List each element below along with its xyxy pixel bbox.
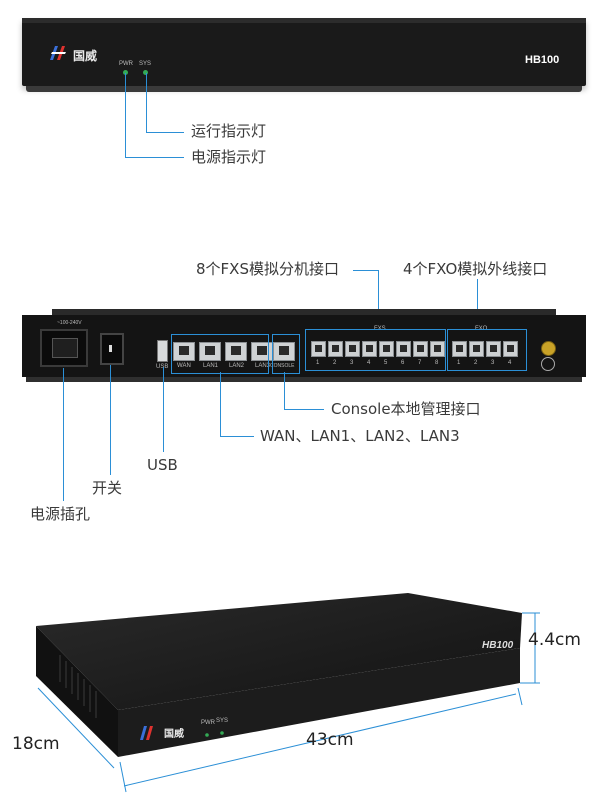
lan-lead-line-h (220, 436, 254, 437)
front-panel: 国威 PWR SYS HB100 (22, 18, 586, 92)
lan-callout: WAN、LAN1、LAN2、LAN3 (260, 427, 460, 445)
iso-brand-name: 国威 (164, 729, 184, 740)
hb-logo-icon (50, 46, 66, 60)
back-panel-top-edge (52, 309, 556, 315)
fxs-port-1[interactable] (311, 341, 326, 357)
fxs-port-3[interactable] (345, 341, 360, 357)
front-model-label: HB100 (525, 54, 560, 66)
run-led-callout: 运行指示灯 (191, 122, 267, 140)
lan2-port[interactable] (225, 342, 247, 361)
iso-pwr-label: PWR (201, 720, 215, 726)
console-lead-line (284, 372, 285, 409)
iso-logo-icon (140, 726, 147, 740)
console-highlight (272, 334, 300, 374)
fxo-port-1[interactable] (452, 341, 467, 357)
switch-callout: 开关 (92, 479, 123, 497)
power-socket-lead-line (63, 368, 64, 501)
fxs-lead-line-h (353, 270, 379, 271)
fxs-number: 7 (418, 360, 422, 366)
isometric-device (36, 593, 540, 793)
wan-port[interactable] (173, 342, 195, 361)
fxo-number: 3 (491, 360, 495, 366)
console-callout: Console本地管理接口 (331, 400, 481, 418)
run-led-icon (143, 70, 148, 75)
fxs-number: 6 (401, 360, 405, 366)
depth-dimension-label: 18cm (12, 734, 60, 754)
front-brand-name: 国威 (73, 49, 98, 63)
usb-port[interactable] (157, 340, 168, 362)
power-rating-text: ~100-240V (57, 320, 82, 326)
back-panel: ~100-240V USB WAN LAN1 LAN2 LAN3 CONSOLE… (22, 309, 586, 382)
lan2-port-label: LAN2 (229, 363, 245, 369)
power-led-lead-line-h (125, 157, 184, 158)
usb-lead-line (163, 367, 164, 452)
ground-screw-icon (541, 341, 556, 356)
fxs-port-2[interactable] (328, 341, 343, 357)
iso-sys-label: SYS (216, 718, 229, 724)
fxo-number: 2 (474, 360, 478, 366)
usb-port-label: USB (156, 364, 168, 370)
fxo-port-4[interactable] (503, 341, 518, 357)
fxo-number: 4 (508, 360, 512, 366)
iso-model-label: HB100 (482, 640, 514, 651)
usb-callout: USB (147, 456, 178, 474)
side-vents-icon (59, 655, 97, 718)
width-dimension-label: 43cm (306, 730, 354, 750)
fxs-lead-line (378, 270, 379, 324)
switch-lead-line (110, 365, 111, 475)
fxs-number: 8 (435, 360, 439, 366)
console-lead-line-h (284, 409, 324, 410)
lan1-port-label: LAN1 (203, 363, 219, 369)
fxo-number: 1 (457, 360, 461, 366)
fxs-number: 5 (384, 360, 388, 366)
fxo-callout: 4个FXO模拟外线接口 (403, 260, 548, 278)
switch-rocker-icon (109, 345, 112, 352)
device-front-face (118, 648, 520, 757)
fxo-group-highlight (447, 329, 527, 371)
fxs-number: 3 (350, 360, 354, 366)
back-panel-base (26, 377, 582, 382)
run-led-lead-line (146, 73, 147, 132)
fxs-port-4[interactable] (362, 341, 377, 357)
power-led-lead-line (125, 73, 126, 157)
front-pwr-label: PWR (119, 61, 133, 67)
ground-symbol-icon (541, 357, 555, 371)
fxo-port-2[interactable] (469, 341, 484, 357)
iso-run-led-icon (220, 731, 224, 735)
power-socket-pins-icon (52, 338, 78, 358)
lan-lead-line (220, 372, 221, 436)
front-panel-base (26, 86, 582, 92)
fxo-port-3[interactable] (486, 341, 501, 357)
console-port-label: CONSOLE (270, 363, 295, 369)
power-led-icon (123, 70, 128, 75)
height-dimension-label: 4.4cm (528, 630, 581, 650)
front-sys-label: SYS (139, 61, 152, 67)
fxs-port-6[interactable] (396, 341, 411, 357)
power-led-callout: 电源指示灯 (191, 148, 267, 166)
iso-power-led-icon (205, 733, 209, 737)
fxs-number: 1 (316, 360, 320, 366)
fxs-port-5[interactable] (379, 341, 394, 357)
run-led-lead-line-h (146, 132, 184, 133)
power-switch[interactable] (100, 333, 124, 365)
fxs-number: 4 (367, 360, 371, 366)
lan3-port-label: LAN3 (255, 363, 271, 369)
power-socket[interactable] (40, 329, 88, 367)
fxs-group-highlight (305, 329, 446, 371)
dimension-lines (37, 612, 540, 793)
device-top-face (36, 593, 522, 710)
wan-port-label: WAN (177, 363, 191, 369)
fxo-lead-line (477, 279, 478, 324)
fxs-number: 2 (333, 360, 337, 366)
fxs-port-8[interactable] (430, 341, 445, 357)
lan1-port[interactable] (199, 342, 221, 361)
fxs-port-7[interactable] (413, 341, 428, 357)
lan-group-highlight (171, 334, 269, 374)
front-panel-top-edge (22, 18, 586, 23)
device-left-face (36, 626, 118, 757)
console-port[interactable] (273, 342, 295, 361)
fxs-callout: 8个FXS模拟分机接口 (196, 260, 339, 278)
power-socket-callout: 电源插孔 (30, 505, 91, 523)
